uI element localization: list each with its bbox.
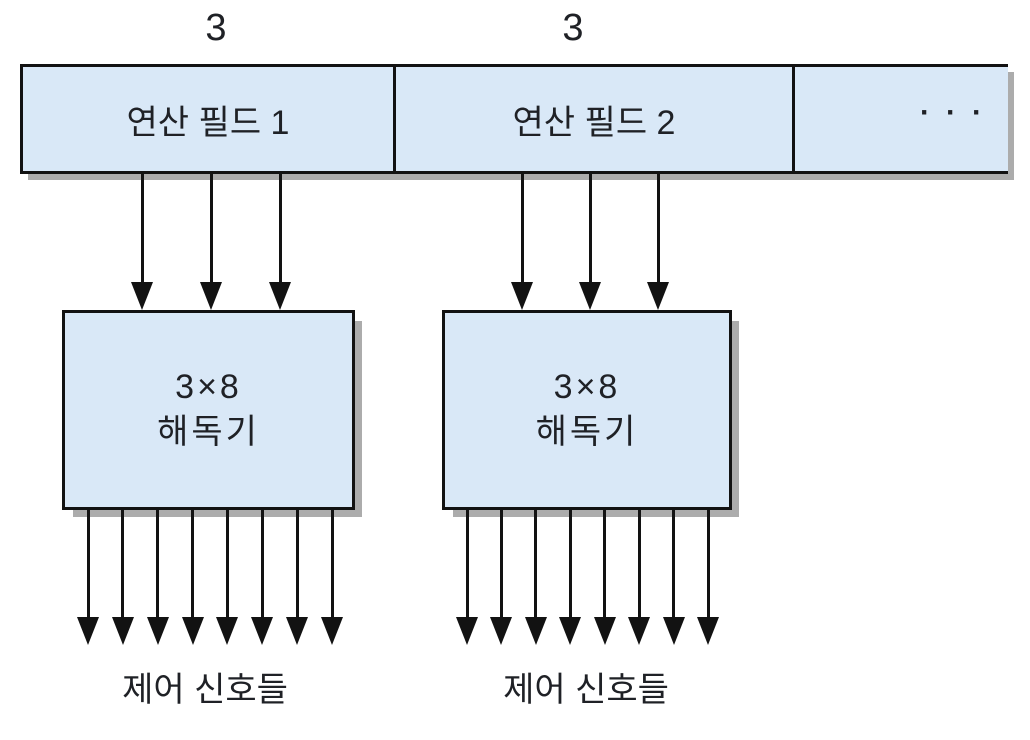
arrow-head — [200, 282, 222, 310]
decoder-2-size-label: 3×8 — [553, 368, 621, 406]
arrow-shaft — [706, 510, 710, 619]
arrow-head — [251, 617, 274, 645]
decoder-1-box: 3×8 해독기 — [62, 310, 355, 510]
arrow-head — [662, 617, 685, 645]
arrow-shaft — [603, 510, 607, 619]
arrow-head — [579, 282, 601, 310]
arrow-shaft — [140, 173, 144, 284]
field-to-decoder-arrow — [647, 173, 669, 310]
control-signal-arrow — [321, 510, 343, 645]
arrow-head — [559, 617, 582, 645]
decoder-2-box: 3×8 해독기 — [442, 310, 732, 510]
arrow-head — [697, 617, 719, 645]
field-to-decoder-arrow — [131, 173, 153, 310]
decoder-1-size-label: 3×8 — [175, 368, 242, 406]
decoder-1-name-label: 해독기 — [157, 413, 260, 451]
control-signal-arrow — [251, 510, 274, 645]
arrow-head — [321, 617, 343, 645]
control-signal-arrow — [490, 510, 513, 645]
control-signal-arrow — [77, 510, 99, 645]
operation-field-2-label: 연산 필드 2 — [512, 103, 676, 142]
arrow-shaft — [278, 173, 282, 284]
operation-field-2-segment: 연산 필드 2 — [393, 67, 792, 171]
field-to-decoder-arrow — [269, 173, 291, 310]
control-signal-arrow — [662, 510, 685, 645]
control-signal-arrow — [286, 510, 309, 645]
arrow-shaft — [520, 173, 524, 284]
decoder-2-name-label: 해독기 — [535, 413, 639, 451]
field-to-decoder-arrow — [511, 173, 533, 310]
operation-field-1-segment: 연산 필드 1 — [23, 67, 393, 171]
control-signal-arrow — [216, 510, 239, 645]
control-signal-arrow — [456, 510, 478, 645]
arrow-head — [593, 617, 616, 645]
arrow-head — [216, 617, 239, 645]
arrow-head — [111, 617, 134, 645]
arrow-head — [77, 617, 99, 645]
field-to-decoder-arrow — [579, 173, 601, 310]
control-signal-arrow — [111, 510, 134, 645]
arrow-shaft — [260, 510, 264, 619]
control-signal-arrow — [146, 510, 169, 645]
arrow-head — [490, 617, 513, 645]
arrow-head — [456, 617, 478, 645]
arrow-shaft — [225, 510, 229, 619]
bit-width-label-2: 3 — [562, 7, 584, 49]
arrow-head — [269, 282, 291, 310]
arrow-head — [131, 282, 153, 310]
ellipsis-label: ··· — [920, 96, 998, 129]
control-signal-arrow — [559, 510, 582, 645]
arrow-head — [511, 282, 533, 310]
arrow-shaft — [330, 510, 334, 619]
arrow-shaft — [191, 510, 195, 619]
arrow-head — [286, 617, 309, 645]
control-signal-arrow — [524, 510, 547, 645]
arrow-shaft — [637, 510, 641, 619]
arrow-head — [647, 282, 669, 310]
arrow-shaft — [588, 173, 592, 284]
arrow-shaft — [534, 510, 538, 619]
arrow-shaft — [295, 510, 299, 619]
arrow-shaft — [499, 510, 503, 619]
arrow-shaft — [86, 510, 90, 619]
arrow-head — [524, 617, 547, 645]
control-signal-arrow — [593, 510, 616, 645]
ellipsis-segment: ··· — [792, 67, 1008, 171]
bit-width-label-1: 3 — [205, 7, 227, 49]
arrow-head — [146, 617, 169, 645]
field-to-decoder-arrow — [200, 173, 222, 310]
control-signal-arrow — [181, 510, 204, 645]
operation-field-1-label: 연산 필드 1 — [126, 103, 290, 142]
arrow-shaft — [121, 510, 125, 619]
control-signals-label-1: 제어 신호들 — [122, 671, 288, 709]
arrow-shaft — [465, 510, 469, 619]
arrow-head — [181, 617, 204, 645]
arrow-shaft — [672, 510, 676, 619]
arrow-head — [628, 617, 651, 645]
control-signal-arrow — [628, 510, 651, 645]
control-signals-label-2: 제어 신호들 — [503, 671, 669, 709]
arrow-shaft — [568, 510, 572, 619]
arrow-shaft — [209, 173, 213, 284]
control-signal-arrow — [697, 510, 719, 645]
arrow-shaft — [656, 173, 660, 284]
arrow-shaft — [156, 510, 160, 619]
microinstruction-register-bar: 연산 필드 1 연산 필드 2 ··· — [20, 64, 1008, 174]
